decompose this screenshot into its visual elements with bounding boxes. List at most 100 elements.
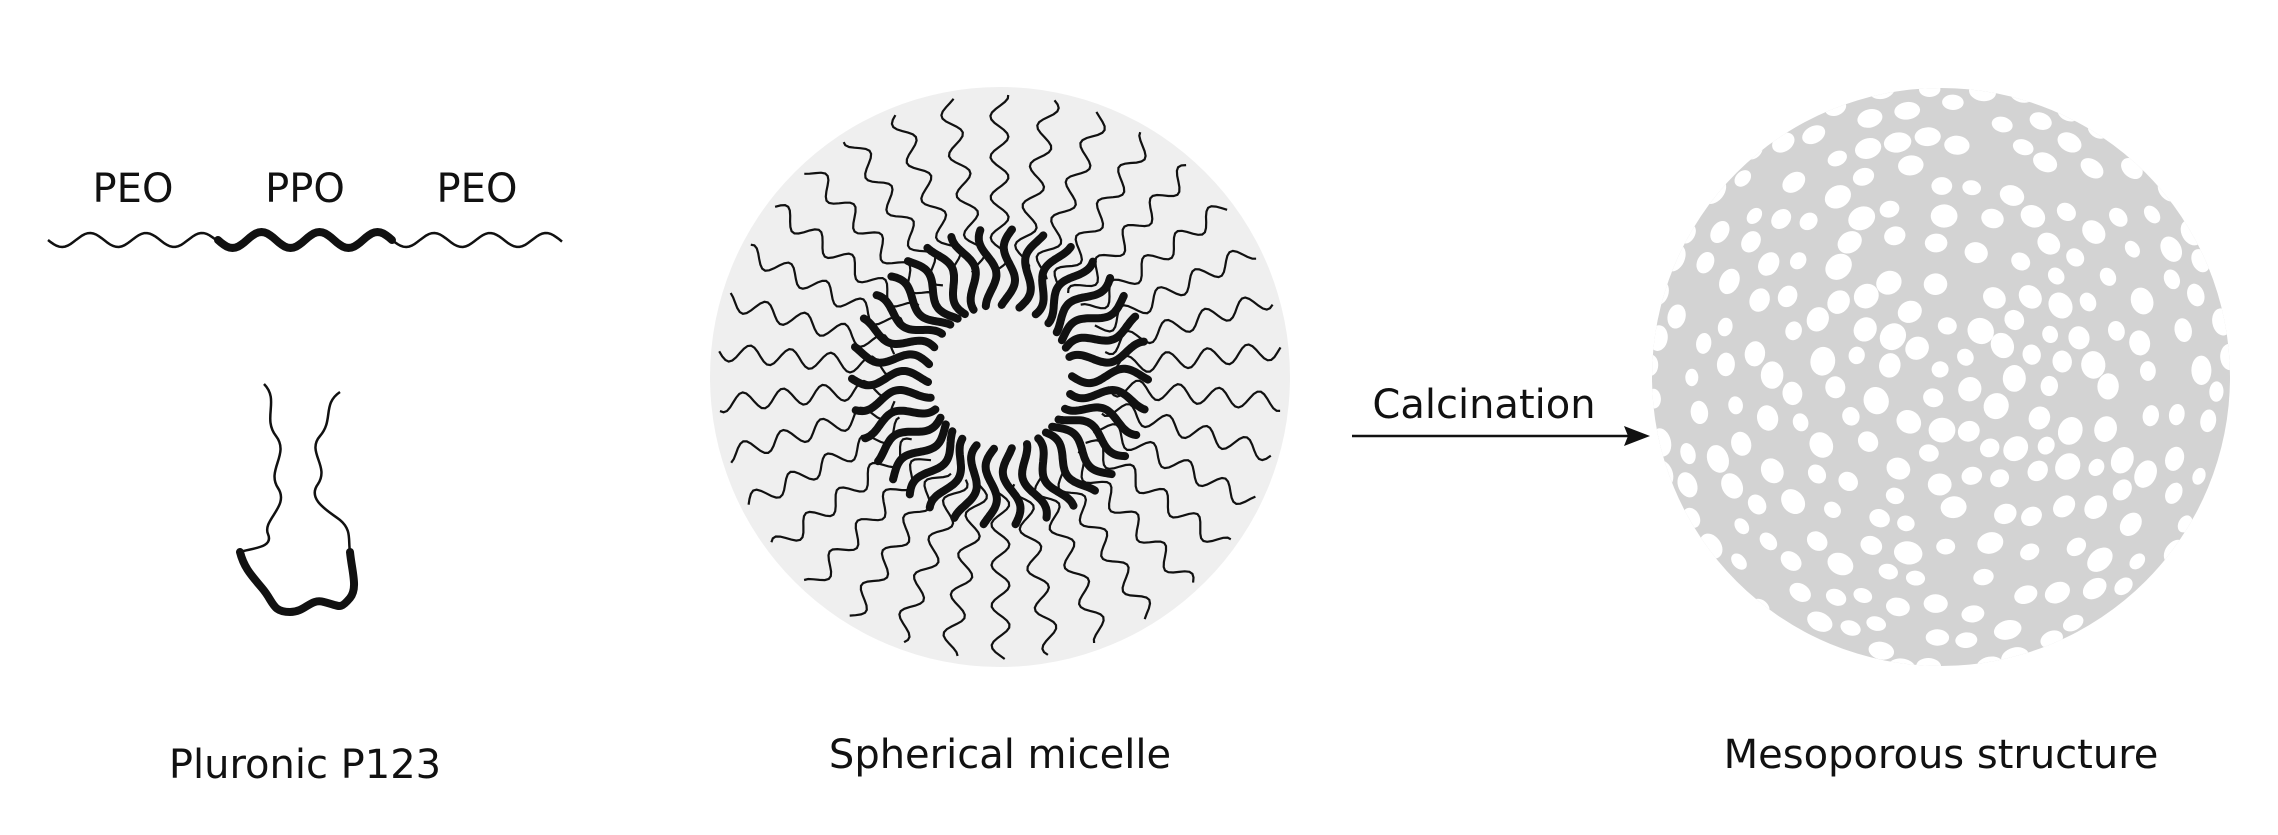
pore	[1785, 321, 1802, 341]
pore	[1782, 381, 1803, 406]
pore	[2040, 375, 2059, 397]
pluronic-caption: Pluronic P123	[169, 742, 441, 788]
pore	[1981, 208, 2004, 229]
ppo-core-chain	[1041, 428, 1099, 495]
pore	[1879, 323, 1907, 351]
ppo-core-chain	[1068, 364, 1152, 388]
ppo-core-chain	[851, 386, 935, 416]
pore	[2042, 325, 2059, 343]
pore	[1884, 226, 1906, 246]
ppo-core-chain	[1065, 337, 1148, 367]
pore	[1716, 352, 1735, 377]
pore	[1744, 341, 1766, 367]
pore	[1964, 242, 1988, 264]
pore	[1771, 209, 1792, 229]
pore	[2130, 287, 2154, 315]
pore	[1746, 207, 1763, 224]
pore	[1923, 388, 1944, 408]
pore	[2003, 436, 2029, 462]
pore	[1806, 307, 1829, 332]
pore	[2114, 577, 2133, 596]
peo-corona-chain	[1053, 131, 1147, 287]
peo-corona-chain	[1101, 403, 1272, 462]
pore	[1967, 317, 1994, 345]
pore	[1690, 400, 1709, 425]
pore	[1728, 396, 1743, 415]
pore	[2053, 495, 2076, 518]
ppo-core-chain	[974, 226, 1001, 311]
pore	[1885, 487, 1905, 505]
pore	[1853, 587, 1873, 604]
pore	[1854, 138, 1882, 159]
pore	[1930, 204, 1958, 228]
pore	[1898, 155, 1924, 176]
ppo-core-chain	[1015, 231, 1048, 312]
pore	[1905, 570, 1926, 586]
peo-corona-chain	[1080, 205, 1228, 310]
ppo-core-chain	[1048, 422, 1116, 479]
pore	[2192, 467, 2206, 485]
ppo-core-chain	[1054, 415, 1130, 461]
ppo-core-chain	[923, 243, 969, 319]
pore	[1810, 346, 1836, 376]
mesoporous-caption: Mesoporous structure	[1724, 732, 2159, 778]
folded-ppo-strand	[236, 548, 359, 617]
pore	[1993, 619, 2022, 640]
peo-corona-chain	[1014, 99, 1060, 273]
pore	[2082, 577, 2107, 600]
pore	[1940, 496, 1967, 519]
pore	[1781, 489, 1806, 515]
pore	[1994, 503, 2017, 525]
pore	[1741, 231, 1761, 253]
pore	[2099, 267, 2117, 286]
pore	[1652, 354, 1659, 376]
pore	[1853, 283, 1879, 309]
pore	[1991, 116, 2013, 133]
peo-corona-chain	[1104, 296, 1274, 356]
pore	[2082, 220, 2106, 244]
pore	[1760, 361, 1784, 389]
pore	[1879, 200, 1900, 218]
peo-corona-chain	[989, 94, 1010, 270]
pore	[1919, 88, 1941, 98]
pore	[1734, 170, 1752, 187]
triblock-copolymer-panel: PEO PPO PEO Pluronic P123	[47, 166, 563, 788]
pore	[2055, 453, 2081, 480]
pore	[1807, 611, 1833, 632]
pore	[1957, 348, 1974, 366]
pore	[1923, 273, 1948, 296]
pore	[1923, 594, 1948, 613]
peo-corona-chain	[1085, 439, 1232, 543]
pore	[2062, 614, 2084, 632]
pore	[1777, 285, 1798, 308]
pore	[1827, 150, 1847, 167]
pore	[1955, 632, 1978, 649]
pore	[1990, 332, 2015, 359]
pore	[2163, 269, 2181, 290]
pore	[2068, 326, 2090, 350]
peo-chain-segment	[47, 231, 219, 249]
pore	[1760, 458, 1784, 484]
pore	[2044, 581, 2070, 604]
micelle-chains	[718, 94, 1282, 660]
pore	[1827, 552, 1854, 576]
pore	[2139, 361, 2156, 381]
pore	[1806, 531, 1828, 551]
pore	[2066, 248, 2085, 267]
pore	[2022, 344, 2041, 365]
pore	[1962, 180, 1982, 196]
pore	[2037, 232, 2061, 255]
pore	[1852, 167, 1875, 186]
pore	[1749, 288, 1770, 312]
peo-corona-chain	[1033, 476, 1105, 644]
pore	[1837, 231, 1862, 254]
folded-peo-strand	[313, 390, 352, 553]
mesoporous-structure-panel: Mesoporous structure	[1652, 88, 2230, 778]
pore	[2018, 285, 2042, 309]
pore	[1886, 457, 1911, 480]
pore	[2112, 479, 2132, 501]
pore	[2011, 252, 2031, 271]
pore	[2057, 132, 2082, 153]
pore	[1789, 252, 1807, 270]
peo-corona-chain	[804, 171, 933, 295]
